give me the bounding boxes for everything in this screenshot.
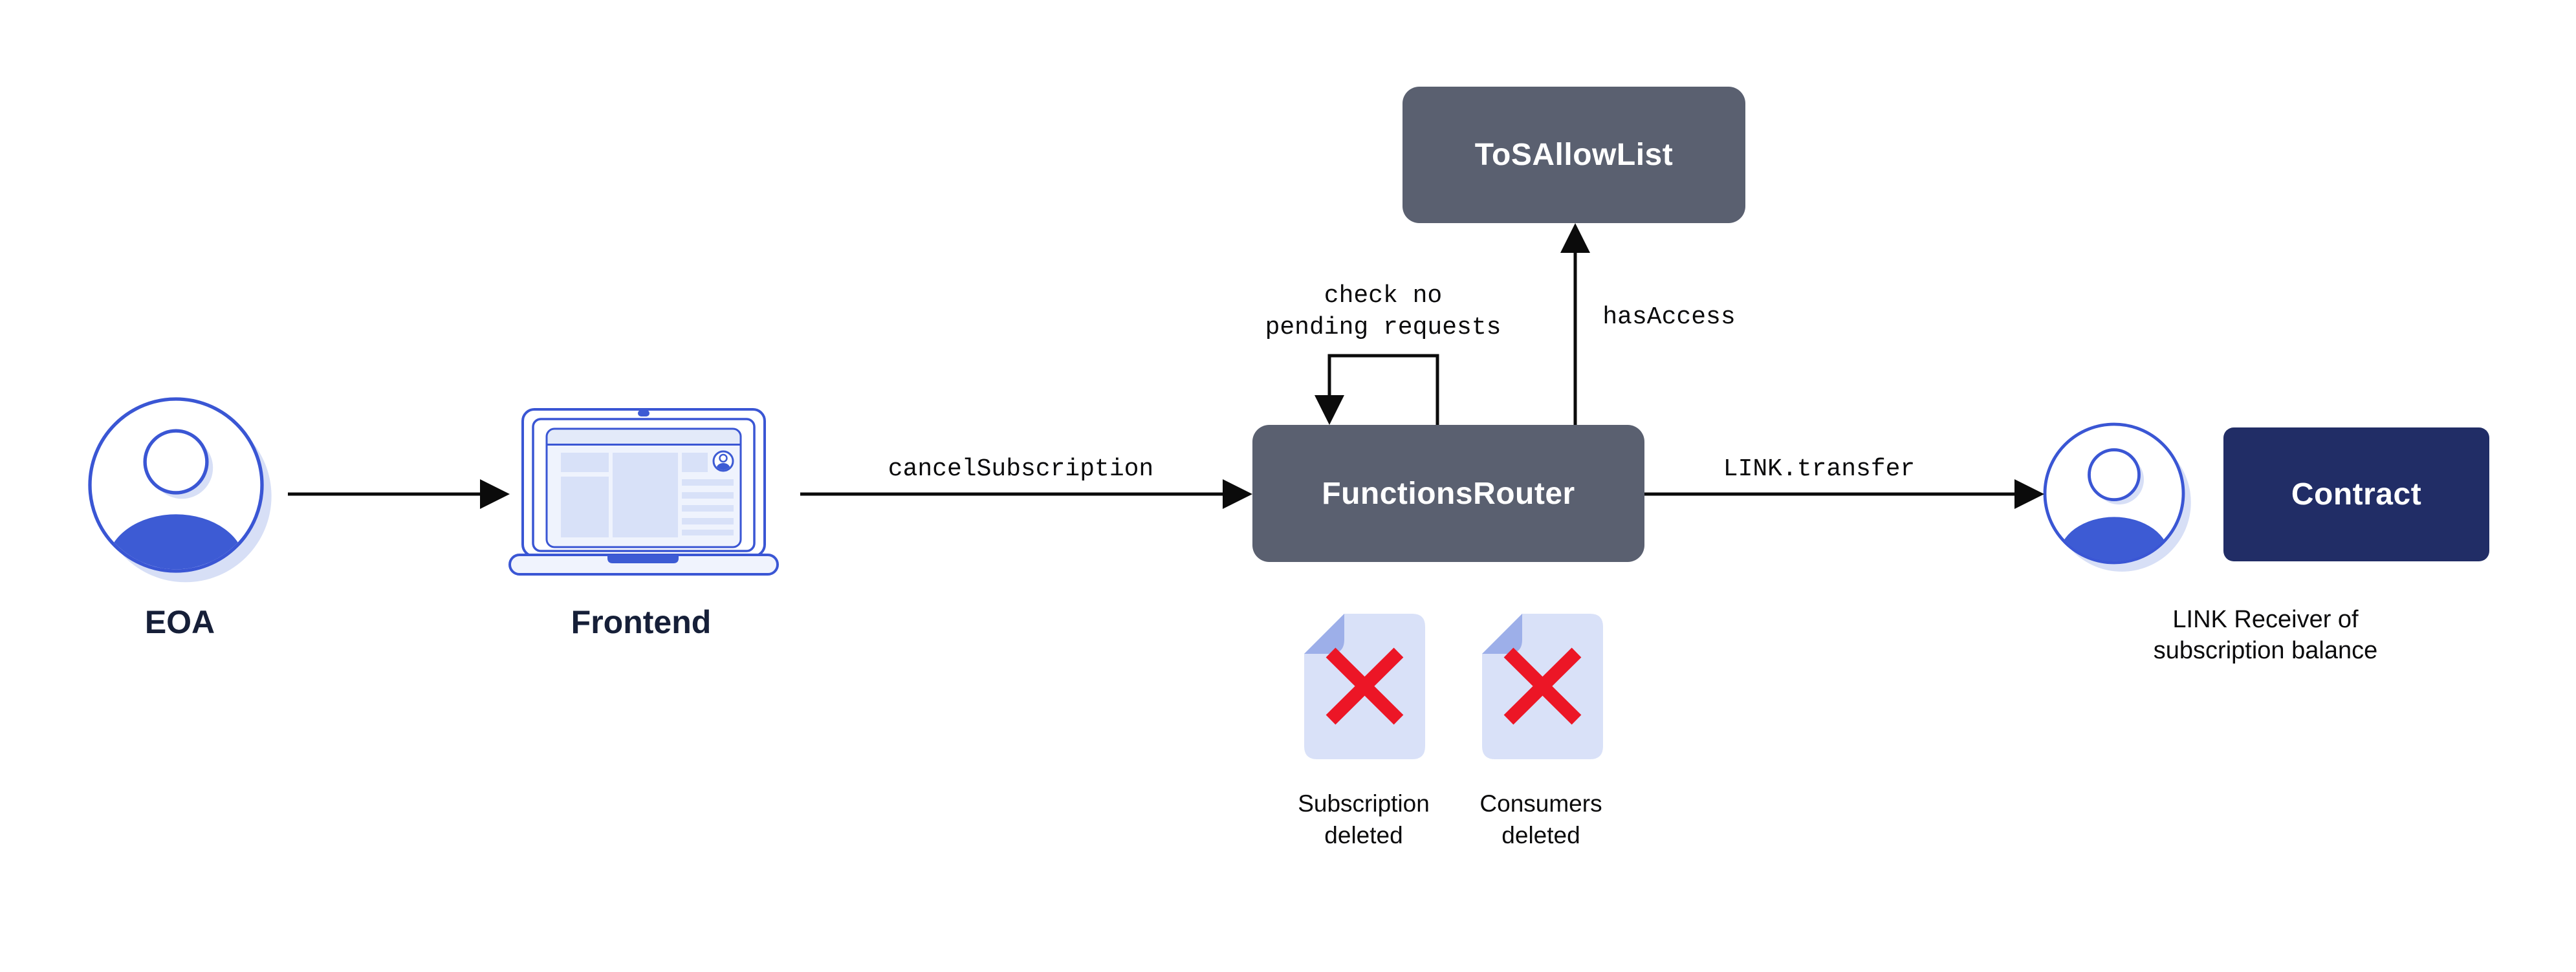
red-x-icon (1503, 647, 1582, 725)
check-pending-edge-label: check no pending requests (1265, 282, 1501, 341)
arrowhead-up (1560, 223, 1590, 253)
doc-fold-corner (1304, 614, 1344, 654)
eoa-person-icon (88, 397, 272, 583)
link-transfer-edge-label: LINK.transfer (1723, 455, 1916, 483)
arrow-self-loop-check-pending (1327, 354, 1439, 425)
consumers-deleted-caption: Consumers deleted (1479, 790, 1602, 848)
functions-router-node: FunctionsRouter (1252, 425, 1644, 562)
doc-fold-corner (1482, 614, 1522, 654)
consumers-deleted-doc-icon (1482, 614, 1603, 759)
tosallowlist-node: ToSAllowList (1403, 87, 1745, 223)
contract-node: Contract (2223, 427, 2489, 561)
has-access-edge-label: hasAccess (1602, 303, 1736, 331)
frontend-laptop-icon (508, 408, 779, 576)
frontend-label: Frontend (571, 604, 712, 640)
red-x-icon (1326, 647, 1404, 725)
arrow-heads (480, 223, 2044, 509)
cancel-subscription-edge-label: cancelSubscription (888, 455, 1154, 483)
arrowhead-right (480, 479, 510, 509)
subscription-deleted-caption: Subscription deleted (1298, 790, 1430, 848)
link-receiver-caption: LINK Receiver of subscription balance (2153, 606, 2378, 664)
functions-router-label: FunctionsRouter (1322, 476, 1575, 511)
tosallowlist-label: ToSAllowList (1474, 138, 1674, 172)
contract-label: Contract (2291, 477, 2422, 512)
arrowhead-right (2014, 479, 2044, 509)
arrowhead-right (1223, 479, 1252, 509)
receiver-person-icon (2043, 422, 2191, 572)
arrow-lines (288, 253, 2016, 496)
subscription-deleted-doc-icon (1304, 614, 1425, 759)
laptop-camera (638, 410, 649, 416)
eoa-label: EOA (144, 604, 215, 640)
arrowhead-down (1315, 395, 1344, 425)
